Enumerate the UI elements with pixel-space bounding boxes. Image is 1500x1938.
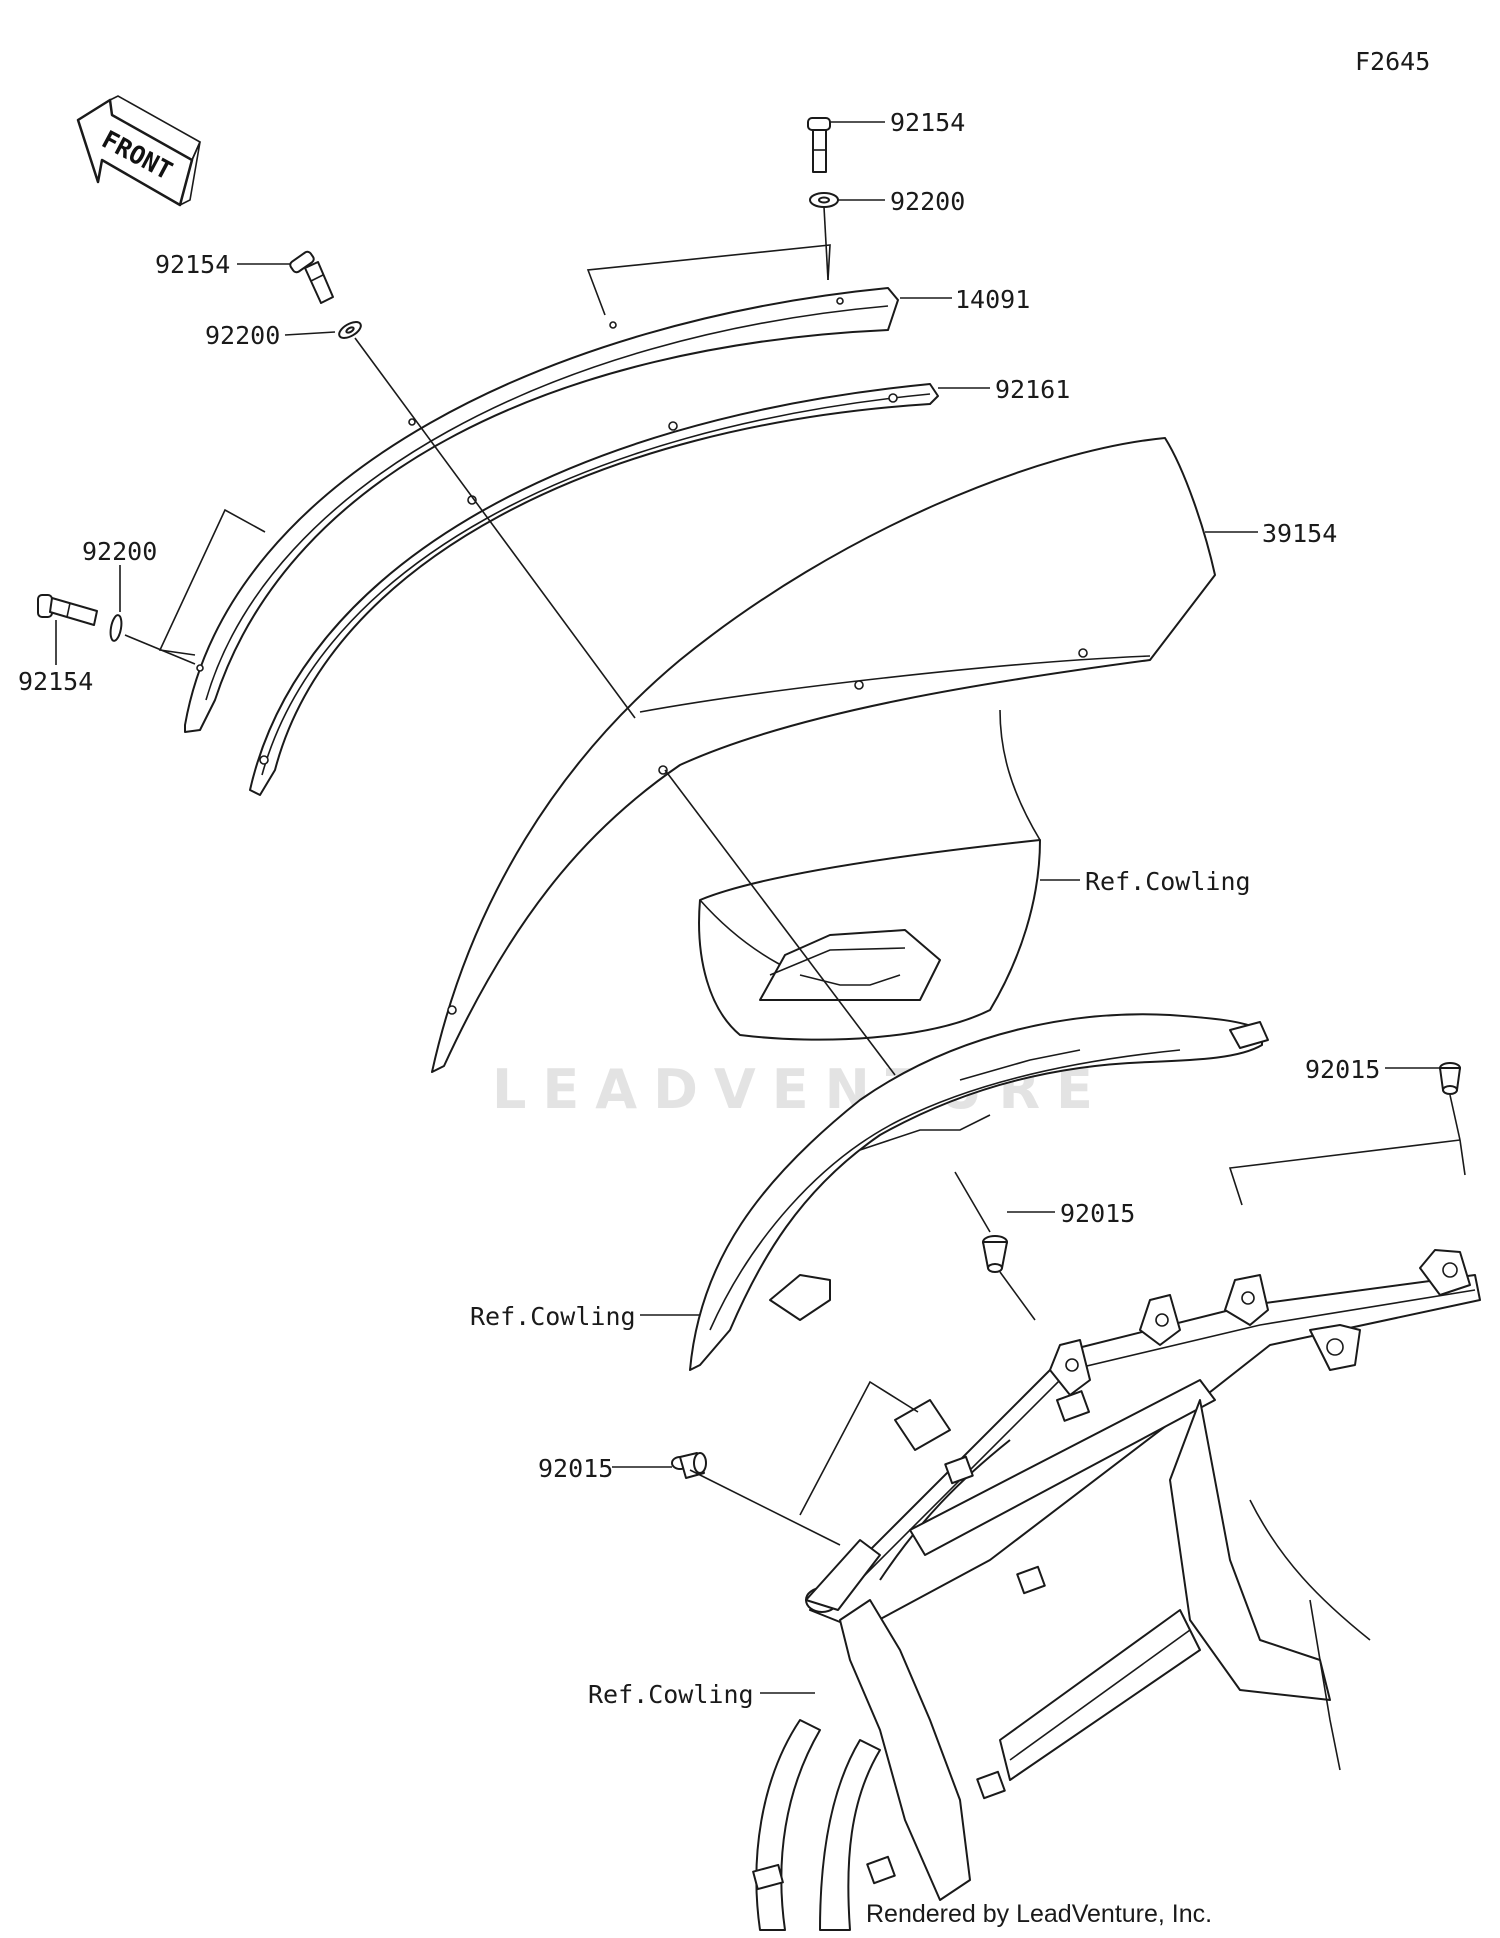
cowling-bottom-frame-part — [752, 1249, 1481, 1931]
label-washer-top: 92200 — [890, 187, 965, 216]
bolt-left-upper-icon — [289, 250, 334, 304]
cover-14091-part — [184, 287, 899, 733]
washer-top-icon — [809, 192, 839, 208]
label-grommet-middle: 92015 — [1060, 1199, 1135, 1228]
label-grommet-left: 92015 — [538, 1454, 613, 1483]
washer-left-lower-icon — [109, 614, 123, 642]
washer-left-upper-icon — [338, 321, 362, 339]
label-cowling-bottom: Ref.Cowling — [588, 1680, 754, 1709]
label-grommet-right: 92015 — [1305, 1055, 1380, 1084]
seal-92161-part — [249, 383, 939, 796]
label-cowling-upper: Ref.Cowling — [1085, 867, 1251, 896]
grommet-right-icon — [1439, 1062, 1461, 1095]
grommet-middle-icon — [982, 1235, 1008, 1273]
credit-text: Rendered by LeadVenture, Inc. — [866, 1900, 1212, 1928]
label-seal-92161: 92161 — [995, 375, 1070, 404]
label-washer-left-lower: 92200 — [82, 537, 157, 566]
bolt-top-icon — [807, 117, 831, 173]
bolt-left-lower-icon — [37, 594, 98, 626]
label-cover-14091: 14091 — [955, 285, 1030, 314]
label-washer-left-upper: 92200 — [205, 321, 280, 350]
leader-lines — [55, 121, 1466, 1694]
label-bolt-left-lower: 92154 — [18, 667, 93, 696]
windshield-39154-part — [431, 437, 1216, 1073]
callout-labels: 92154 92200 92154 92200 92200 92154 1409… — [18, 108, 1380, 1709]
cowling-upper-part — [698, 709, 1041, 1041]
label-bolt-top: 92154 — [890, 108, 965, 137]
label-windshield-39154: 39154 — [1262, 519, 1337, 548]
label-bolt-left-upper: 92154 — [155, 250, 230, 279]
grommet-left-icon — [671, 1452, 707, 1479]
label-cowling-middle: Ref.Cowling — [470, 1302, 636, 1331]
figure-code: F2645 — [1355, 47, 1430, 76]
front-arrow-icon: FRONT — [76, 95, 202, 207]
cowling-middle-part — [689, 1013, 1269, 1371]
